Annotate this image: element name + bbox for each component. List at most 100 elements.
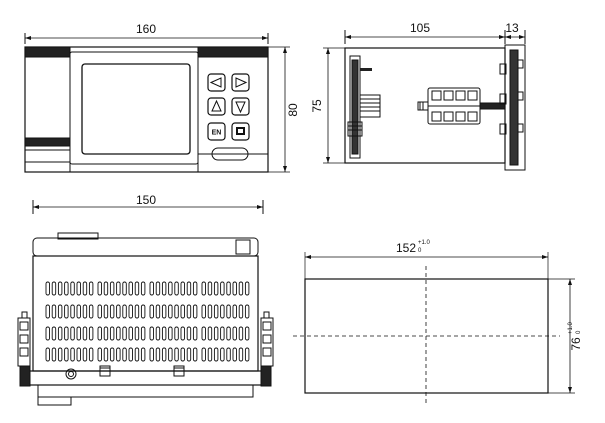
vent-slot (186, 347, 192, 362)
vent-slot (220, 304, 225, 319)
cutout-width-tol-lower: 0 (418, 248, 422, 254)
vent-slot (192, 347, 198, 362)
vent-slot (128, 326, 133, 341)
vent-slot (103, 304, 109, 319)
vent-slot (226, 347, 231, 362)
vent-slot (88, 347, 94, 362)
vent-slot (88, 281, 94, 296)
bottom-width-label: 150 (136, 193, 156, 207)
enter-key-icon: EN (212, 130, 222, 137)
vent-slot (70, 347, 75, 362)
down-key[interactable] (231, 97, 250, 116)
cutout-height-tol-lower: 0 (576, 330, 582, 334)
up-arrow-icon (211, 99, 222, 112)
vent-slot (45, 304, 50, 319)
side-view (323, 30, 526, 171)
vent-slot (155, 326, 161, 341)
vent-slot (140, 304, 146, 319)
vent-slot (192, 326, 198, 341)
vent-slot (51, 304, 57, 319)
enter-key[interactable]: EN (207, 122, 226, 141)
vent-slot (103, 347, 109, 362)
vent-slot (238, 347, 244, 362)
front-height-label: 80 (286, 103, 300, 117)
vent-slot (70, 304, 75, 319)
vent-slot (161, 281, 167, 296)
cutout-height-label: 76 (569, 337, 583, 351)
vent-slot (232, 304, 237, 319)
vent-slot (76, 326, 81, 341)
vent-slot (213, 281, 219, 296)
vent-slot (134, 281, 140, 296)
vent-slot (220, 281, 225, 296)
vent-slot (76, 281, 81, 296)
vent-slot (140, 281, 146, 296)
up-key[interactable] (207, 97, 226, 116)
vent-slot (201, 347, 206, 362)
side-height-label: 75 (310, 99, 324, 113)
vent-slot (232, 326, 237, 341)
vent-slot (207, 281, 213, 296)
vent-slot (82, 347, 88, 362)
vent-slot (155, 304, 161, 319)
vent-slot (201, 281, 206, 296)
vent-slot (51, 347, 57, 362)
vent-slot (134, 326, 140, 341)
vent-slot (57, 281, 63, 296)
vent-slot (116, 304, 121, 319)
return-key[interactable] (231, 122, 250, 141)
vent-slot (180, 326, 185, 341)
vent-slot (238, 326, 244, 341)
vent-slot (207, 304, 213, 319)
vent-slot (134, 347, 140, 362)
vent-slot (97, 304, 102, 319)
cutout-width-label: 152 (396, 241, 416, 255)
front-width-label: 160 (136, 22, 156, 36)
vent-slot (116, 326, 121, 341)
vent-slot (149, 326, 154, 341)
vent-slot (155, 281, 161, 296)
side-panel-label: 13 (505, 21, 519, 35)
vent-slot (109, 326, 115, 341)
vent-slot (109, 347, 115, 362)
vent-slot (82, 281, 88, 296)
vent-slot (244, 347, 250, 362)
left-key[interactable] (207, 73, 226, 92)
vent-slot (220, 347, 225, 362)
vent-slot (88, 304, 94, 319)
vent-slot (238, 281, 244, 296)
vent-slot (140, 347, 146, 362)
right-arrow-icon (235, 77, 248, 88)
vent-slot (244, 281, 250, 296)
vent-slot (186, 326, 192, 341)
vent-slot (161, 304, 167, 319)
vent-slot (213, 326, 219, 341)
vent-slot (76, 347, 81, 362)
vent-slot (64, 326, 69, 341)
vent-slot (57, 347, 63, 362)
vent-slot (109, 281, 115, 296)
vent-slot (128, 281, 133, 296)
vent-slot (76, 304, 81, 319)
vent-slot (220, 326, 225, 341)
vent-slot (201, 326, 206, 341)
side-depth-label: 105 (410, 21, 430, 35)
vent-slot (232, 281, 237, 296)
panel-cutout (293, 252, 575, 405)
vent-slot (57, 304, 63, 319)
vent-slot (174, 304, 179, 319)
vent-slot (103, 281, 109, 296)
vent-slot (168, 304, 173, 319)
bottom-vent-slots (45, 281, 250, 362)
vent-slot (45, 347, 50, 362)
right-key[interactable] (231, 73, 250, 92)
vent-slot (109, 304, 115, 319)
vent-slot (213, 347, 219, 362)
vent-slot (128, 347, 133, 362)
vent-slot (82, 304, 88, 319)
cutout-width-tol-upper: +1.0 (418, 240, 431, 246)
vent-slot (149, 347, 154, 362)
vent-slot (174, 326, 179, 341)
vent-slot (180, 304, 185, 319)
vent-slot (168, 281, 173, 296)
